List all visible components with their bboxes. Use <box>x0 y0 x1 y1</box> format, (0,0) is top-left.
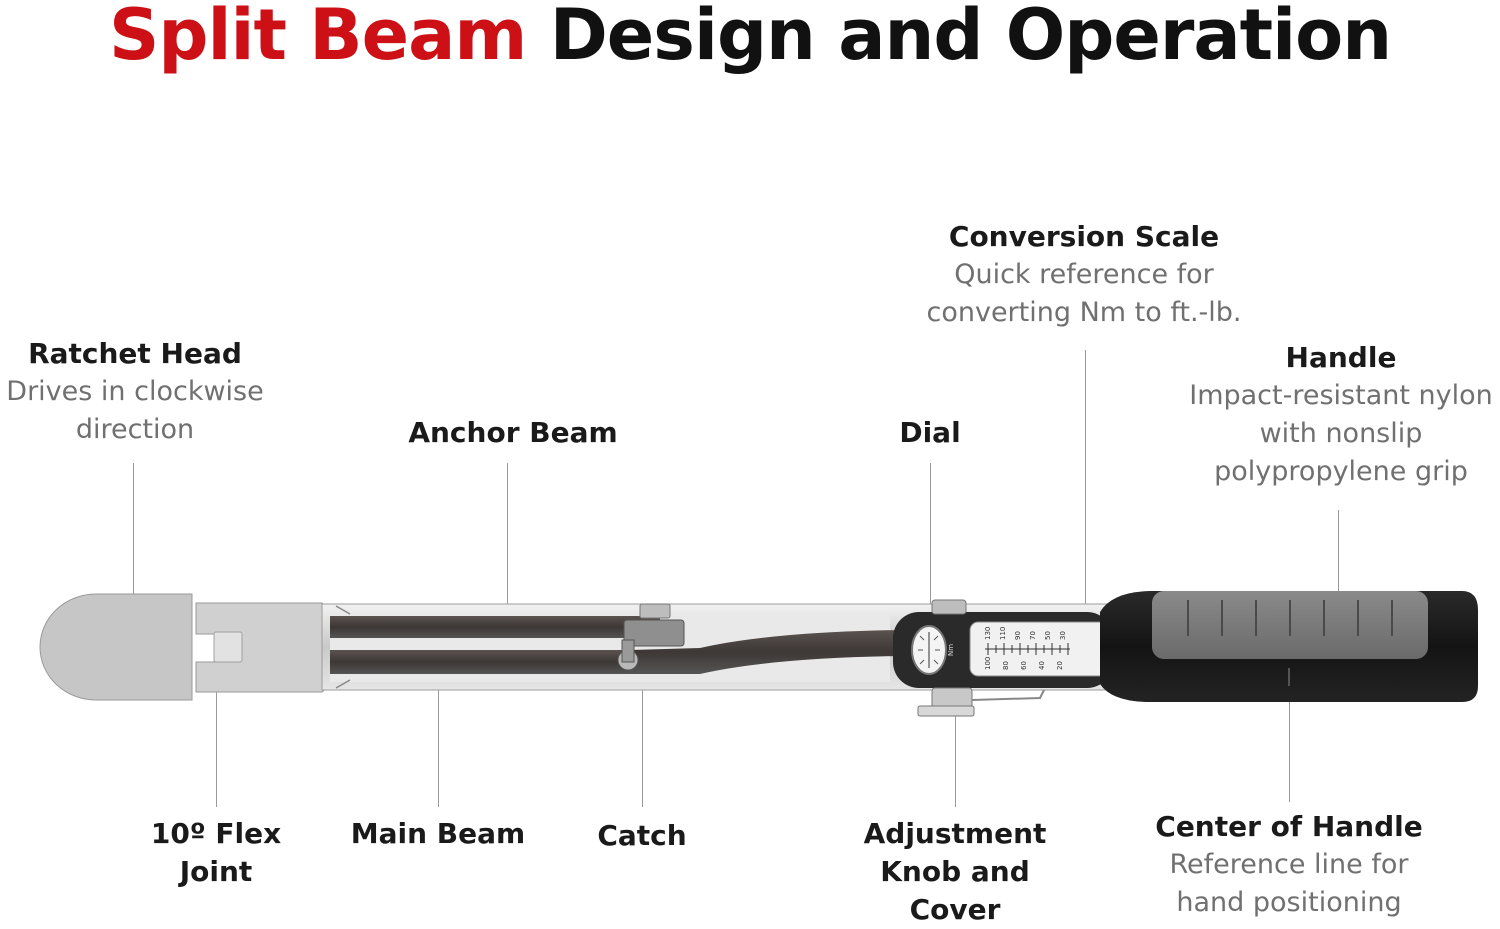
callout-main-beam: Main Beam <box>338 815 538 853</box>
leader-dial <box>930 463 931 635</box>
callout-ratchet-head-heading: Ratchet Head <box>28 337 242 370</box>
scale-nm-3: 40 <box>1038 661 1046 670</box>
page-title: Split Beam Design and Operation <box>0 0 1500 76</box>
scale-ft-2: 90 <box>1014 631 1022 640</box>
leader-flex-joint <box>216 645 217 807</box>
title-rest: Design and Operation <box>526 0 1392 76</box>
callout-handle-line-1: Impact-resistant nylon <box>1189 380 1493 411</box>
callout-conversion-scale-line-1: Quick reference for <box>954 259 1214 290</box>
callout-conversion-scale: Conversion Scale Quick reference for con… <box>909 218 1259 332</box>
callout-adjustment-knob: Adjustment Knob and Cover <box>855 815 1055 929</box>
callout-ratchet-head-line-2: direction <box>75 414 195 445</box>
scale-nm-0: 100 <box>984 657 992 670</box>
callout-adjustment-knob-line-2: Knob and <box>880 855 1030 888</box>
leader-catch <box>642 650 643 807</box>
callout-ratchet-head: Ratchet Head Drives in clockwise directi… <box>0 335 270 449</box>
callout-flex-joint-line-1: 10º Flex <box>150 817 282 850</box>
callout-anchor-beam: Anchor Beam <box>393 414 633 452</box>
callout-handle-line-2: with nonslip <box>1259 418 1423 449</box>
callout-conversion-scale-heading: Conversion Scale <box>948 220 1220 253</box>
scale-nm-2: 60 <box>1020 661 1028 670</box>
callout-conversion-scale-line-2: converting Nm to ft.-lb. <box>926 297 1242 328</box>
leader-center-of-handle <box>1289 668 1290 802</box>
scale-nm-4: 20 <box>1056 661 1064 670</box>
leader-anchor-beam <box>507 463 508 611</box>
leader-ratchet-head <box>133 463 134 625</box>
main-beam-taper <box>630 630 900 674</box>
callout-flex-joint: 10º Flex Joint <box>136 815 296 891</box>
scale-ft-0: 130 <box>984 627 992 640</box>
callout-handle: Handle Impact-resistant nylon with nonsl… <box>1182 339 1500 491</box>
callout-main-beam-heading: Main Beam <box>350 817 526 850</box>
callout-center-of-handle: Center of Handle Reference line for hand… <box>1144 808 1434 922</box>
callout-handle-line-3: polypropylene grip <box>1214 456 1468 487</box>
leader-handle <box>1338 510 1339 638</box>
callout-handle-heading: Handle <box>1285 341 1397 374</box>
adjustment-knob <box>917 687 1045 717</box>
callout-center-of-handle-line-1: Reference line for <box>1169 849 1409 880</box>
callout-dial-heading: Dial <box>899 416 961 449</box>
callout-center-of-handle-heading: Center of Handle <box>1155 810 1423 843</box>
scale-ft-1: 110 <box>999 627 1007 640</box>
anchor-beam <box>330 616 630 638</box>
main-beam <box>330 650 630 674</box>
catch-mechanism <box>617 603 685 671</box>
callout-adjustment-knob-line-1: Adjustment <box>863 817 1047 850</box>
ratchet-head <box>39 593 193 701</box>
title-accent: Split Beam <box>108 0 527 76</box>
scale-ft-3: 70 <box>1029 631 1037 640</box>
callout-adjustment-knob-line-3: Cover <box>909 893 1001 926</box>
leader-conversion-scale <box>1085 350 1086 642</box>
callout-catch: Catch <box>572 817 712 855</box>
scale-unit-nm: Nm <box>947 644 955 656</box>
callout-center-of-handle-line-2: hand positioning <box>1176 887 1402 918</box>
scale-nm-1: 80 <box>1002 661 1010 670</box>
callout-catch-heading: Catch <box>597 819 687 852</box>
flex-joint-slot <box>213 631 243 663</box>
callout-dial: Dial <box>870 414 990 452</box>
leader-main-beam <box>438 655 439 807</box>
callout-ratchet-head-line-1: Drives in clockwise <box>6 376 264 407</box>
leader-adjustment-knob <box>955 708 956 807</box>
callout-flex-joint-line-2: Joint <box>179 855 253 888</box>
scale-ft-5: 30 <box>1059 631 1067 640</box>
callout-anchor-beam-heading: Anchor Beam <box>408 416 618 449</box>
scale-ft-4: 50 <box>1044 631 1052 640</box>
